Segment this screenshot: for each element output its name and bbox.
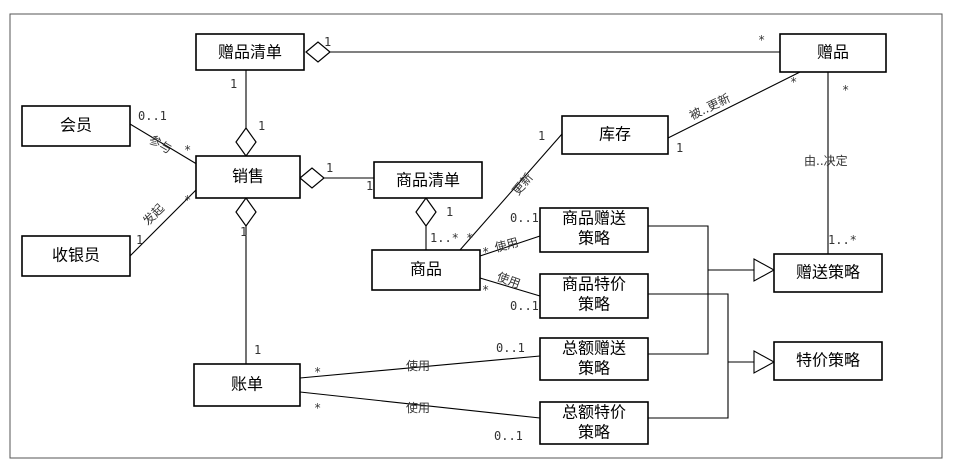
- mult-sale-bill-1bottom: 1: [254, 343, 261, 357]
- role-use-total-gift: 使用: [406, 358, 430, 373]
- class-total-gift-strategy: 总额赠送 策略: [539, 337, 649, 381]
- generalization-arrow-specialstrategy: [753, 350, 776, 374]
- mult-goodslist-1: 1: [446, 205, 453, 219]
- mult-giftlist-sale-top: 1: [230, 77, 237, 91]
- class-label-goods-gift-strategy-line1: 商品赠送: [562, 209, 626, 228]
- role-updated-by: 被..更新: [687, 90, 733, 123]
- mult-strategy-1n: 1..*: [828, 233, 857, 247]
- mult-cashier-sale-star: *: [184, 193, 191, 207]
- role-decided-by: 由..决定: [804, 153, 848, 168]
- mult-goods-gsp-01: 0..1: [510, 299, 539, 313]
- class-member: 会员: [21, 105, 131, 147]
- mult-giftlist-gift-star: *: [758, 33, 765, 47]
- class-label-member: 会员: [60, 116, 92, 135]
- class-label-bill: 账单: [231, 375, 263, 394]
- role-use-goods-gift: 使用: [493, 234, 520, 255]
- generalization-arrow-giftstrategy: [753, 258, 776, 282]
- generalization-totalgift: [648, 270, 709, 355]
- mult-bill-tsp-star: *: [314, 401, 321, 415]
- class-gift: 赠品: [779, 33, 887, 73]
- class-label-goods-special-strategy-line2: 策略: [578, 295, 610, 314]
- edge-member-sale: [129, 123, 201, 167]
- class-gift-strategy: 赠送策略: [773, 253, 883, 293]
- class-label-special-strategy: 特价策略: [796, 351, 860, 370]
- mult-bill-tgs-01: 0..1: [496, 341, 525, 355]
- mult-goods-ggs-01: 0..1: [510, 211, 539, 225]
- aggregation-diamond-sale-right: [299, 167, 325, 189]
- aggregation-diamond-giftlist: [305, 41, 331, 63]
- class-label-goods-gift-strategy-line2: 策略: [578, 229, 610, 248]
- aggregation-diamond-goodslist: [415, 196, 437, 228]
- role-use-goods-special: 使用: [495, 269, 523, 291]
- class-label-gift-list: 赠品清单: [218, 43, 282, 62]
- class-label-inventory: 库存: [599, 125, 631, 144]
- class-gift-list: 赠品清单: [195, 33, 305, 71]
- mult-sale-goodslist-1b: 1: [366, 179, 373, 193]
- role-update: 更新: [509, 170, 536, 198]
- aggregation-diamond-sale-top: [235, 126, 257, 158]
- mult-bill-tsp-01: 0..1: [494, 429, 523, 443]
- aggregation-diamond-sale-bottom: [235, 196, 257, 228]
- mult-inv-gift-1: 1: [676, 141, 683, 155]
- mult-cashier-1: 1: [136, 233, 143, 247]
- class-goods-gift-strategy: 商品赠送 策略: [539, 207, 649, 253]
- class-sale: 销售: [195, 155, 301, 199]
- edge-goods-goodsspecial: [479, 277, 541, 297]
- generalization-totalspecial: [648, 362, 729, 419]
- mult-bill-tgs-star: *: [314, 365, 321, 379]
- class-label-sale: 销售: [232, 167, 264, 186]
- edge-cashier-sale: [129, 185, 201, 257]
- mult-member-sale-star: *: [184, 143, 191, 157]
- mult-goods-gsp-star: *: [482, 283, 489, 297]
- class-label-total-gift-strategy-line1: 总额赠送: [562, 339, 626, 358]
- edge-goods-inventory: [459, 133, 563, 251]
- class-goods-list: 商品清单: [373, 161, 483, 199]
- role-participate: 参与: [147, 132, 175, 157]
- class-goods: 商品: [371, 249, 481, 291]
- class-label-gift-strategy: 赠送策略: [796, 263, 860, 282]
- mult-gift-strategy-star: *: [842, 83, 849, 97]
- mult-goods-ggs-star: *: [482, 245, 489, 259]
- diagram-frame: [9, 13, 943, 459]
- class-special-strategy: 特价策略: [773, 341, 883, 381]
- class-label-total-gift-strategy-line2: 策略: [578, 359, 610, 378]
- mult-inv-goods-1: 1: [538, 129, 545, 143]
- generalization-goodsspecial: [648, 293, 729, 362]
- mult-member-01: 0..1: [138, 109, 167, 123]
- class-label-goods: 商品: [410, 260, 442, 279]
- class-goods-special-strategy: 商品特价 策略: [539, 273, 649, 319]
- mult-giftlist-gift-1: 1: [324, 35, 331, 49]
- class-total-special-strategy: 总额特价 策略: [539, 401, 649, 445]
- class-label-gift: 赠品: [817, 43, 849, 62]
- edge-inventory-gift: [667, 71, 801, 139]
- mult-inv-gift-star: *: [790, 75, 797, 89]
- class-label-goods-list: 商品清单: [396, 171, 460, 190]
- generalization-goodsgift: [648, 225, 709, 270]
- edge-bill-totalgift: [299, 355, 541, 379]
- class-label-cashier: 收银员: [52, 246, 100, 265]
- mult-sale-goodslist-1a: 1: [326, 161, 333, 175]
- class-label-goods-special-strategy-line1: 商品特价: [562, 275, 626, 294]
- edge-bill-totalspecial: [299, 391, 541, 419]
- class-cashier: 收银员: [21, 235, 131, 277]
- mult-goodslist-goods: 1..* *: [430, 231, 473, 245]
- mult-giftlist-sale-bottom: 1: [258, 119, 265, 133]
- role-use-total-special: 使用: [406, 400, 430, 415]
- class-label-total-special-strategy-line1: 总额特价: [562, 403, 626, 422]
- role-initiate: 发起: [140, 201, 168, 229]
- class-bill: 账单: [193, 363, 301, 407]
- edge-goods-goodsgift: [479, 235, 541, 257]
- mult-sale-bill-1top: 1: [240, 225, 247, 239]
- class-inventory: 库存: [561, 115, 669, 155]
- class-label-total-special-strategy-line2: 策略: [578, 423, 610, 442]
